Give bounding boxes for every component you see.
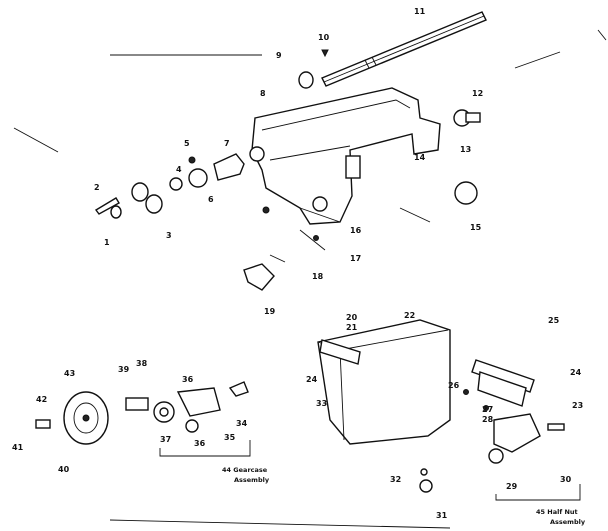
- callout-40: 40: [58, 465, 70, 474]
- callout-22: 22: [404, 311, 415, 320]
- callout-37: 37: [160, 435, 171, 444]
- callout-15: 15: [470, 223, 482, 232]
- callout-36a: 36: [182, 375, 194, 384]
- halfnut-parts: [317, 319, 581, 501]
- callout-21: 21: [346, 323, 358, 332]
- callout-35: 35: [224, 433, 236, 442]
- halfnut-caption-line2: Assembly: [550, 518, 586, 526]
- callout-17: 17: [350, 254, 361, 263]
- callout-27: 27: [482, 405, 493, 414]
- callout-19: 19: [264, 307, 276, 316]
- callout-39: 39: [118, 365, 130, 374]
- callout-8: 8: [260, 89, 266, 98]
- callout-10: 10: [318, 33, 330, 42]
- callout-16: 16: [350, 226, 362, 235]
- callout-3: 3: [166, 231, 172, 240]
- callout-12: 12: [472, 89, 483, 98]
- callout-28: 28: [482, 415, 494, 424]
- gearcase-caption-line1: 44 Gearcase: [222, 466, 268, 474]
- callout-25: 25: [548, 316, 560, 325]
- callout-6: 6: [208, 195, 214, 204]
- callout-38: 38: [136, 359, 148, 368]
- callout-14: 14: [414, 153, 426, 162]
- callout-23: 23: [572, 401, 583, 410]
- callout-4: 4: [176, 165, 182, 174]
- carriage-body: [249, 87, 441, 225]
- callout-20: 20: [346, 313, 358, 322]
- small-parts-upper: [94, 49, 481, 291]
- callout-11: 11: [414, 7, 426, 16]
- gearcase-caption-line2: Assembly: [234, 476, 270, 484]
- callout-43: 43: [64, 369, 75, 378]
- gearcase-parts: [35, 381, 251, 457]
- callout-41: 41: [12, 443, 24, 452]
- assembly-captions: 44 Gearcase Assembly 45 Half Nut Assembl…: [222, 466, 586, 526]
- callout-9: 9: [276, 51, 282, 60]
- callout-2: 2: [94, 183, 100, 192]
- callout-30: 30: [560, 475, 572, 484]
- callout-1: 1: [104, 238, 110, 247]
- callout-24a: 24: [306, 375, 318, 384]
- callout-34: 34: [236, 419, 248, 428]
- halfnut-caption-line1: 45 Half Nut: [536, 508, 578, 516]
- callout-42: 42: [36, 395, 47, 404]
- callout-29: 29: [506, 482, 518, 491]
- callout-33: 33: [316, 399, 327, 408]
- lead-screw-shaft: [321, 11, 487, 87]
- callout-24b: 24: [570, 368, 582, 377]
- callout-26: 26: [448, 381, 460, 390]
- callout-36b: 36: [194, 439, 206, 448]
- callout-7: 7: [224, 139, 230, 148]
- callout-31: 31: [436, 511, 448, 520]
- callout-32: 32: [390, 475, 401, 484]
- callout-5: 5: [184, 139, 190, 148]
- guide-strokes: [13, 29, 607, 529]
- callout-18: 18: [312, 272, 324, 281]
- callout-labels: 1 2 3 4 5 6 7 8 9 10 11 12 13 14 15 16 1…: [12, 7, 583, 520]
- callout-13: 13: [460, 145, 471, 154]
